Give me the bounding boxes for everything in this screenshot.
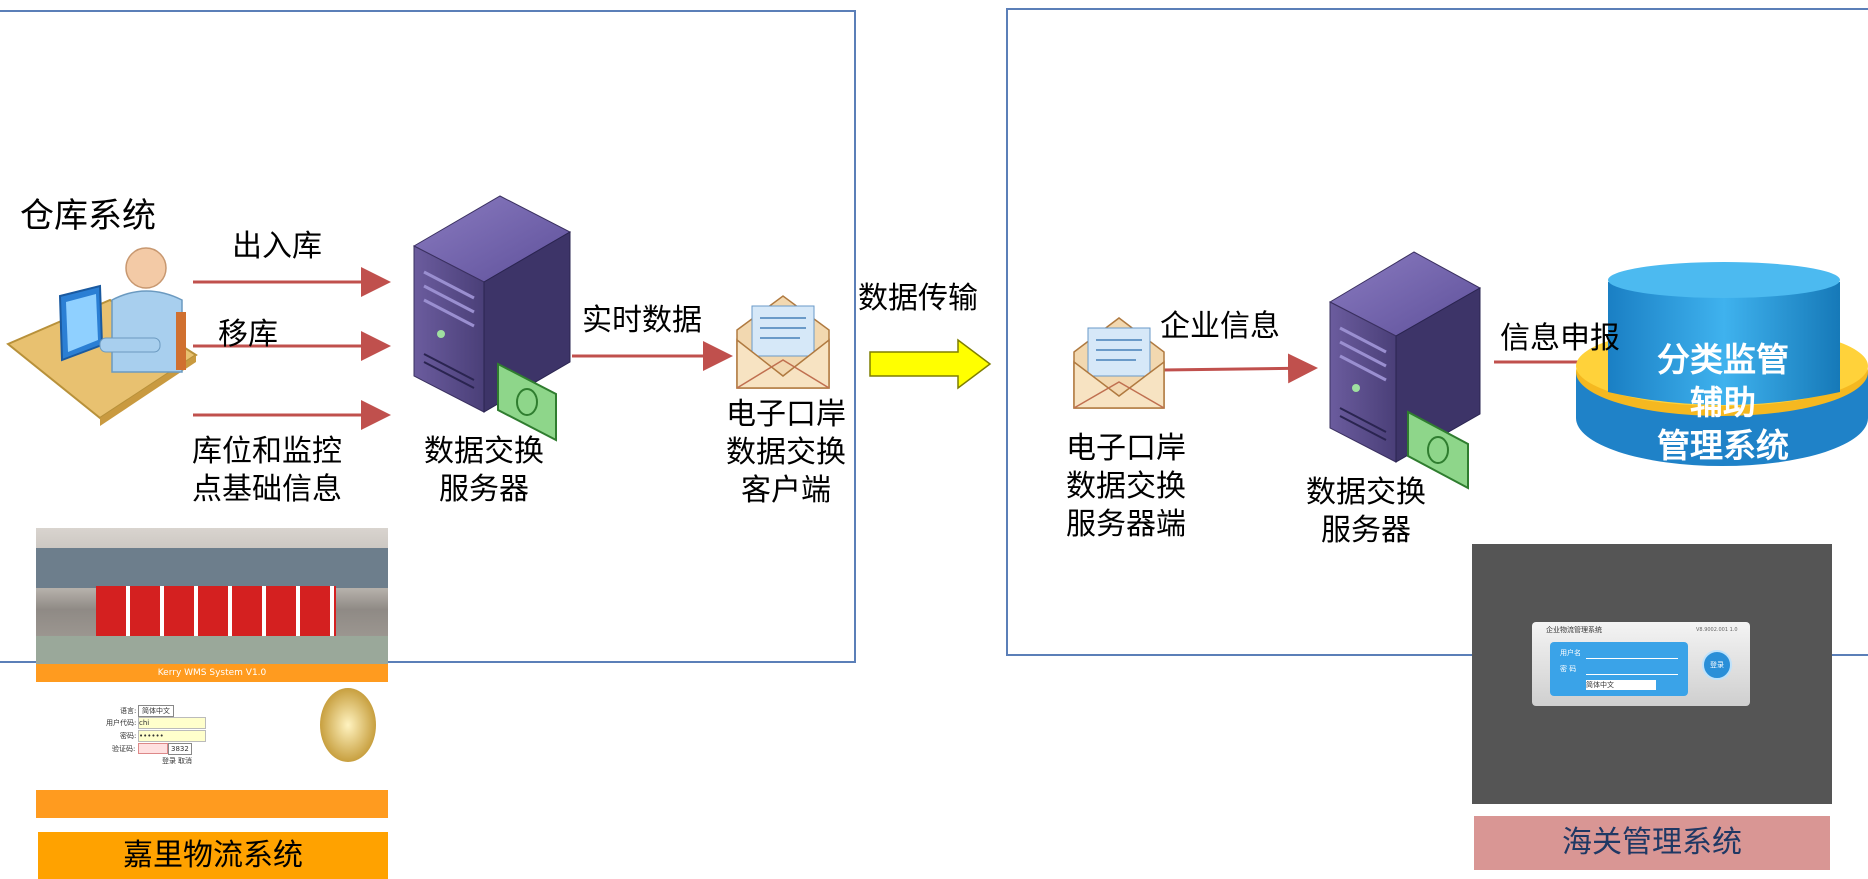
kerry-wms-screenshot: Kerry WMS System V1.0 语言: 简体中文 用户代码: chi… [36,528,388,820]
database-cylinder-icon [1576,262,1868,466]
customs-form-box: 用户名 密 码 简体中文 [1550,642,1688,696]
kerry-lang-value[interactable]: 简体中文 [138,705,174,717]
kerry-login-button[interactable]: 登录 [162,757,176,765]
envelope-right-icon [1073,317,1165,409]
info-report-label: 信息申报 [1500,321,1620,356]
kerry-footer-bar [36,790,388,818]
kerry-cancel-button[interactable]: 取消 [178,757,192,765]
server-right-icon [1328,251,1482,490]
server-right-label: 数据交换服务器 [1306,475,1426,548]
kerry-code-value: 3832 [168,743,192,755]
kerry-caption: 嘉里物流系统 [38,832,388,879]
left-panel-frame [0,10,856,663]
kerry-code-label: 验证码: [112,745,136,753]
kerry-code-field[interactable] [138,743,168,754]
customs-title: 企业物流管理系统 [1546,626,1602,634]
customs-caption: 海关管理系统 [1474,816,1830,870]
customs-user-field[interactable] [1586,650,1678,659]
database-label: 分类监管辅助管理系统 [1657,340,1789,465]
customs-user-label: 用户名 [1560,649,1581,657]
customs-login-panel: 企业物流管理系统 V8.9002.001 1.0 用户名 密 码 简体中文 登录 [1532,622,1750,706]
customs-screenshot: 企业物流管理系统 V8.9002.001 1.0 用户名 密 码 简体中文 登录 [1472,544,1832,804]
location-info-label: 库位和监控点基础信息 [192,434,342,507]
kerry-pwd-label: 密码: [120,732,137,740]
customs-pwd-label: 密 码 [1560,665,1577,673]
server-end-label: 电子口岸数据交换服务器端 [1066,431,1186,542]
kerry-user-field[interactable]: chi [138,717,206,729]
move-label: 移库 [218,317,278,352]
warehouse-system-label: 仓库系统 [20,196,156,236]
kerry-device-image [320,688,376,762]
customs-login-button[interactable]: 登录 [1702,650,1732,680]
transfer-arrow [869,338,992,390]
trucks-photo [36,528,388,664]
envelope-left-icon [736,295,830,389]
kerry-user-label: 用户代码: [106,719,137,727]
server-left-icon [412,195,572,442]
customs-lang-select[interactable]: 简体中文 [1586,680,1656,690]
arrow-enterprise [1161,353,1318,384]
right-panel-frame [1006,8,1868,656]
kerry-title-bar: Kerry WMS System V1.0 [36,664,388,682]
transfer-label: 数据传输 [858,281,978,316]
kerry-lang-label: 语言: [120,707,137,715]
enterprise-info-label: 企业信息 [1160,309,1280,344]
in-out-label: 出入库 [232,229,322,264]
realtime-data-label: 实时数据 [582,303,702,338]
server-left-label: 数据交换服务器 [424,434,544,507]
kerry-pwd-field[interactable]: •••••• [138,730,206,742]
client-label: 电子口岸数据交换客户端 [726,397,846,508]
customs-pwd-field[interactable] [1586,666,1678,675]
person-computer-icon [6,247,198,426]
customs-version: V8.9002.001 1.0 [1696,627,1738,633]
